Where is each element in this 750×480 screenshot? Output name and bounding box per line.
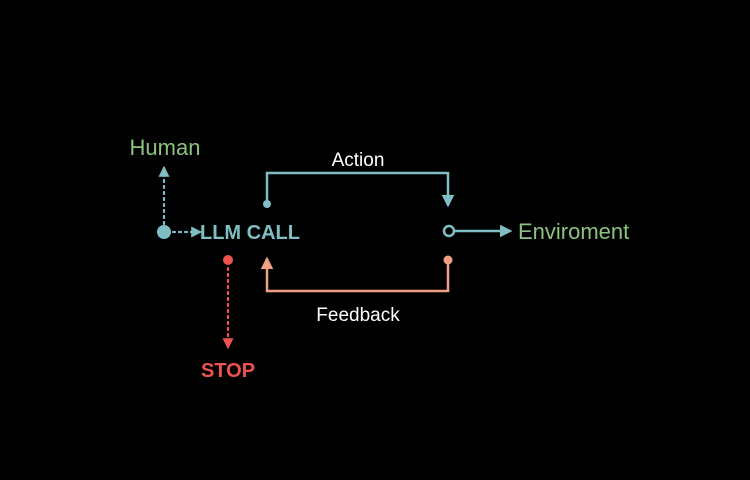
stop-label: STOP [201, 360, 255, 382]
environment-label: Enviroment [518, 219, 629, 244]
feedback-edge [260, 256, 450, 293]
action-edge [265, 171, 455, 208]
stop-start-dot [223, 255, 233, 265]
action-label: Action [332, 150, 385, 171]
llm-call-label: LLM CALL [200, 222, 300, 244]
human-label: Human [130, 135, 201, 160]
feedback-start-dot [443, 255, 453, 265]
start-dot [157, 225, 171, 239]
feedback-label: Feedback [316, 305, 400, 326]
environment-node [442, 224, 456, 238]
action-start-dot [263, 200, 271, 208]
